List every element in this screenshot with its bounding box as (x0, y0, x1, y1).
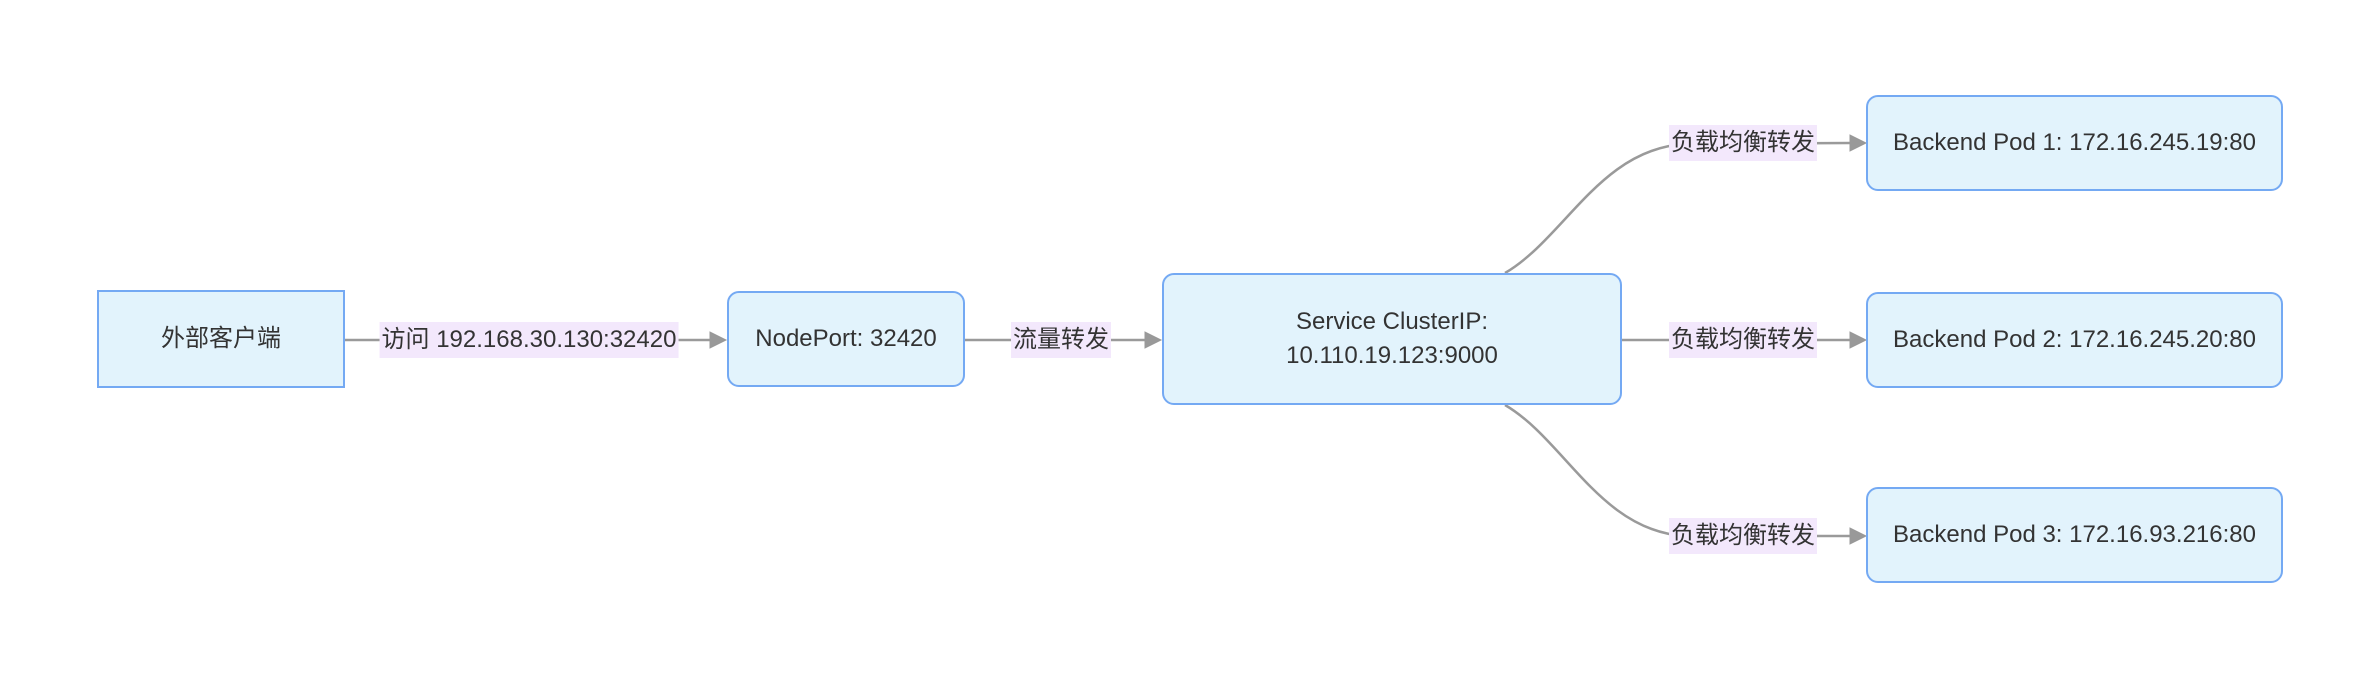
node-nodeport-label: NodePort: 32420 (755, 325, 937, 352)
node-backend-pod-2: Backend Pod 2: 172.16.245.20:80 (1866, 292, 2283, 388)
edge-label-loadbalance-pod2: 负载均衡转发 (1669, 322, 1817, 358)
node-service-label-line2: 10.110.19.123:9000 (1286, 342, 1498, 369)
node-service-label-line1: Service ClusterIP: (1295, 308, 1489, 335)
edge-service-pod1-line (1504, 141, 1851, 275)
node-backend-pod-1-label: Backend Pod 1: 172.16.245.19:80 (1893, 129, 2256, 156)
node-backend-pod-3: Backend Pod 3: 172.16.93.216:80 (1866, 487, 2283, 583)
edge-service-pod3-arrowhead-icon (1849, 527, 1868, 545)
edge-service-pod2-arrowhead-icon (1849, 331, 1868, 349)
node-external-client-label: 外部客户端 (161, 325, 281, 352)
edge-label-traffic-forward: 流量转发 (1011, 322, 1111, 358)
node-backend-pod-2-label: Backend Pod 2: 172.16.245.20:80 (1893, 326, 2256, 353)
edge-label-loadbalance-pod3: 负载均衡转发 (1669, 518, 1817, 554)
edge-service-pod1-arrowhead-icon (1849, 134, 1868, 152)
node-nodeport: NodePort: 32420 (727, 291, 965, 387)
edge-label-loadbalance-pod1: 负载均衡转发 (1669, 125, 1817, 161)
node-external-client: 外部客户端 (97, 290, 345, 388)
node-backend-pod-3-label: Backend Pod 3: 172.16.93.216:80 (1893, 521, 2256, 548)
node-backend-pod-1: Backend Pod 1: 172.16.245.19:80 (1866, 95, 2283, 191)
edge-service-pod3-line (1504, 403, 1850, 538)
node-service-clusterip: Service ClusterIP: 10.110.19.123:9000 (1162, 273, 1622, 405)
edge-nodeport-service-arrowhead-icon (1144, 331, 1163, 349)
edge-label-access: 访问 192.168.30.130:32420 (379, 322, 679, 358)
edge-client-nodeport-arrowhead-icon (709, 331, 728, 349)
